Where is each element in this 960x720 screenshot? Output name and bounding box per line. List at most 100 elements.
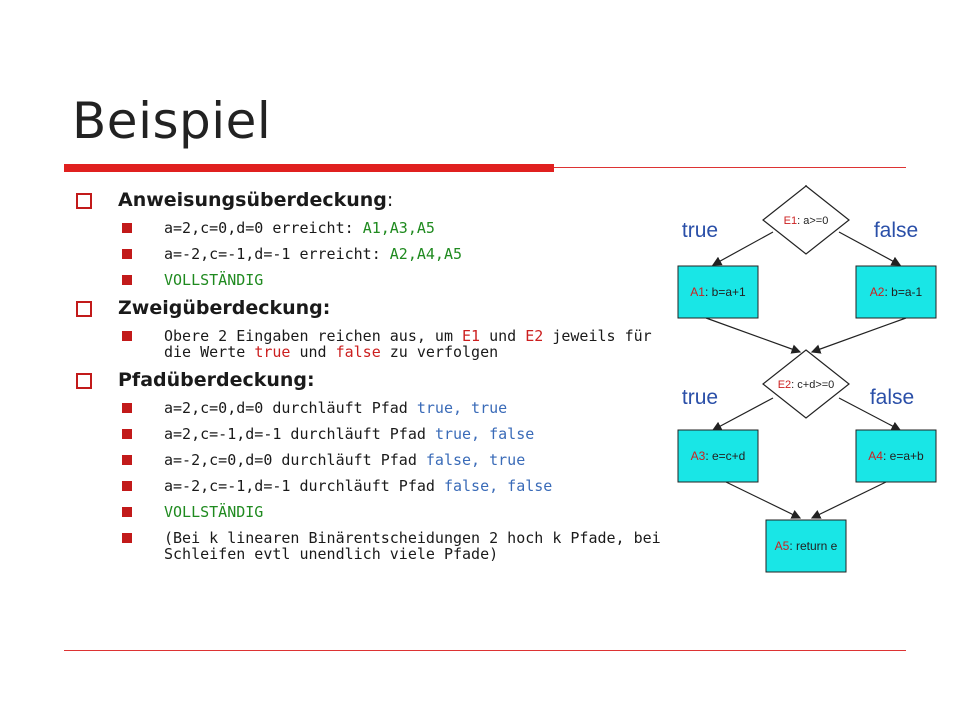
filled-square-bullet-icon [122, 507, 132, 517]
false-word: false [335, 343, 381, 361]
path-value: false, false [443, 477, 553, 495]
statement-list: A1,A3,A5 [362, 219, 435, 237]
item-text: zu verfolgen [380, 343, 499, 361]
control-flow-graph: E1: a>=0 true false A1: b=a+1 A2: b=a-1 … [677, 185, 937, 573]
heading-anweisungsueberdeckung: Anweisungsüberdeckung: [72, 188, 662, 212]
statement-list: A2,A4,A5 [389, 245, 463, 263]
complete-label: VOLLSTÄNDIG [164, 503, 264, 521]
filled-square-bullet-icon [122, 455, 132, 465]
bullet-list: Anweisungsüberdeckung: a=2,c=0,d=0 errei… [72, 188, 662, 562]
path-value: true, false [434, 425, 535, 443]
true-word: true [254, 343, 291, 361]
a2-statement: : b=a-1 [884, 285, 922, 299]
a4-statement: : e=a+b [883, 449, 924, 463]
svg-text:E2: c+d>=0: E2: c+d>=0 [778, 379, 835, 391]
a1-statement: : b=a+1 [705, 285, 746, 299]
a5-statement: : return e [789, 539, 837, 553]
statement-a4: A4: e=a+b [855, 429, 937, 483]
svg-text:A4: e=a+b: A4: e=a+b [868, 449, 924, 463]
list-item: Obere 2 Eingaben reichen aus, um E1 und … [72, 328, 662, 360]
item-text: jeweils für die Werte [164, 327, 652, 361]
graph-edges [705, 185, 907, 519]
filled-square-bullet-icon [122, 429, 132, 439]
statement-a5: A5: return e [765, 519, 847, 573]
filled-square-bullet-icon [122, 223, 132, 233]
list-item: a=2,c=-1,d=-1 durchläuft Pfad true, fals… [72, 426, 662, 442]
a4-id: A4 [868, 449, 883, 463]
heading-text: Pfadüberdeckung: [118, 369, 315, 391]
list-item: VOLLSTÄNDIG [72, 504, 662, 520]
filled-square-bullet-icon [122, 249, 132, 259]
list-item: a=2,c=0,d=0 durchläuft Pfad true, true [72, 400, 662, 416]
item-text: a=2,c=0,d=0 durchläuft Pfad [164, 399, 417, 417]
complete-label: VOLLSTÄNDIG [164, 271, 264, 289]
title-divider-line [554, 167, 906, 168]
item-text: a=-2,c=-1,d=-1 erreicht: [164, 245, 390, 263]
edge-a4-a5 [810, 481, 887, 519]
a3-id: A3 [691, 449, 706, 463]
heading-text: Zweigüberdeckung: [118, 297, 331, 319]
hollow-square-bullet-icon [76, 373, 92, 389]
heading-colon: : [386, 189, 394, 211]
statement-a2: A2: b=a-1 [855, 265, 937, 319]
item-text: a=2,c=-1,d=-1 durchläuft Pfad [164, 425, 435, 443]
list-item: a=-2,c=-1,d=-1 erreicht: A2,A4,A5 [72, 246, 662, 262]
heading-pfadueberdeckung: Pfadüberdeckung: [72, 368, 662, 392]
note-text: (Bei k linearen Binärentscheidungen 2 ho… [164, 529, 661, 563]
list-item: a=-2,c=-1,d=-1 durchläuft Pfad false, fa… [72, 478, 662, 494]
statement-a1: A1: b=a+1 [677, 265, 759, 319]
branch-label-true: true [682, 219, 718, 242]
list-item: VOLLSTÄNDIG [72, 272, 662, 288]
e2-id: E2 [778, 379, 791, 391]
edge-e1-false [838, 231, 902, 266]
e1-id: E1 [784, 215, 797, 227]
filled-square-bullet-icon [122, 533, 132, 543]
item-text: a=-2,c=0,d=0 durchläuft Pfad [164, 451, 426, 469]
list-item: a=2,c=0,d=0 erreicht: A1,A3,A5 [72, 220, 662, 236]
list-item: (Bei k linearen Binärentscheidungen 2 ho… [72, 530, 662, 562]
branch-label-true: true [682, 386, 718, 409]
edge-e2-true [711, 397, 774, 431]
filled-square-bullet-icon [122, 275, 132, 285]
slide-title: Beispiel [72, 92, 272, 150]
a3-statement: : e=c+d [705, 449, 745, 463]
title-underline-bar [64, 164, 554, 172]
edge-e2-false [838, 397, 902, 431]
item-text: Obere 2 Eingaben reichen aus, um [164, 327, 463, 345]
heading-text: Anweisungsüberdeckung [118, 189, 387, 211]
svg-text:A3: e=c+d: A3: e=c+d [691, 449, 746, 463]
list-item: a=-2,c=0,d=0 durchläuft Pfad false, true [72, 452, 662, 468]
path-value: false, true [425, 451, 526, 469]
branch-label-false: false [874, 219, 918, 242]
a5-id: A5 [775, 539, 790, 553]
svg-text:E1: a>=0: E1: a>=0 [784, 215, 829, 227]
edge-a3-a5 [725, 481, 802, 519]
decision-e1: E1: a>=0 [762, 185, 850, 255]
a2-id: A2 [870, 285, 885, 299]
decision-e2: E2: c+d>=0 [762, 349, 850, 419]
svg-text:A2: b=a-1: A2: b=a-1 [870, 285, 923, 299]
item-text: und [480, 327, 526, 345]
filled-square-bullet-icon [122, 481, 132, 491]
filled-square-bullet-icon [122, 403, 132, 413]
e1-condition: : a>=0 [797, 215, 828, 227]
filled-square-bullet-icon [122, 331, 132, 341]
item-text: a=-2,c=-1,d=-1 durchläuft Pfad [164, 477, 444, 495]
edge-e1-true [711, 231, 774, 266]
edge-a2-e2 [810, 317, 907, 354]
hollow-square-bullet-icon [76, 301, 92, 317]
path-value: true, true [416, 399, 508, 417]
item-text: a=2,c=0,d=0 erreicht: [164, 219, 363, 237]
edge-a1-e2 [705, 317, 802, 354]
svg-text:A1: b=a+1: A1: b=a+1 [690, 285, 746, 299]
e1-ref: E1 [462, 327, 481, 345]
item-text: und [290, 343, 336, 361]
a1-id: A1 [690, 285, 705, 299]
e2-condition: : c+d>=0 [791, 379, 834, 391]
footer-divider-line [64, 650, 906, 651]
svg-text:A5: return e: A5: return e [775, 539, 838, 553]
hollow-square-bullet-icon [76, 193, 92, 209]
heading-zweigueberdeckung: Zweigüberdeckung: [72, 296, 662, 320]
branch-label-false: false [870, 386, 914, 409]
e2-ref: E2 [525, 327, 544, 345]
